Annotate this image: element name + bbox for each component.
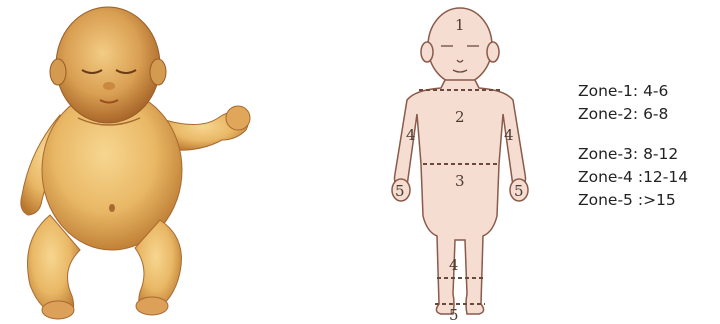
zone-label-thighs: 3 [455, 172, 465, 190]
legend-zone-3: Zone-3: 8-12 [578, 143, 718, 166]
legend-zone-2: Zone-2: 6-8 [578, 103, 718, 126]
zone-label-trunk: 2 [455, 108, 465, 126]
newborn-drawing [0, 0, 270, 320]
legend-zone-4: Zone-4 :12-14 [578, 166, 718, 189]
legend-spacer [578, 126, 718, 143]
zone-label-left-hand: 5 [395, 182, 405, 200]
zone-label-left-arm: 4 [406, 126, 416, 144]
zone-label-lower-legs: 4 [449, 256, 459, 274]
zone-label-right-arm: 4 [504, 126, 514, 144]
newborn-illustration [0, 0, 270, 320]
body-outline: 1 2 4 4 5 5 3 4 5 [375, 4, 545, 320]
zone-legend: Zone-1: 4-6 Zone-2: 6-8 Zone-3: 8-12 Zon… [578, 80, 718, 212]
zone-label-right-hand: 5 [514, 182, 524, 200]
zone-label-feet: 5 [449, 306, 459, 320]
legend-zone-5: Zone-5 :>15 [578, 189, 718, 212]
zone-label-head: 1 [455, 16, 465, 34]
dermal-zone-diagram: 1 2 4 4 5 5 3 4 5 [375, 4, 545, 320]
legend-zone-1: Zone-1: 4-6 [578, 80, 718, 103]
